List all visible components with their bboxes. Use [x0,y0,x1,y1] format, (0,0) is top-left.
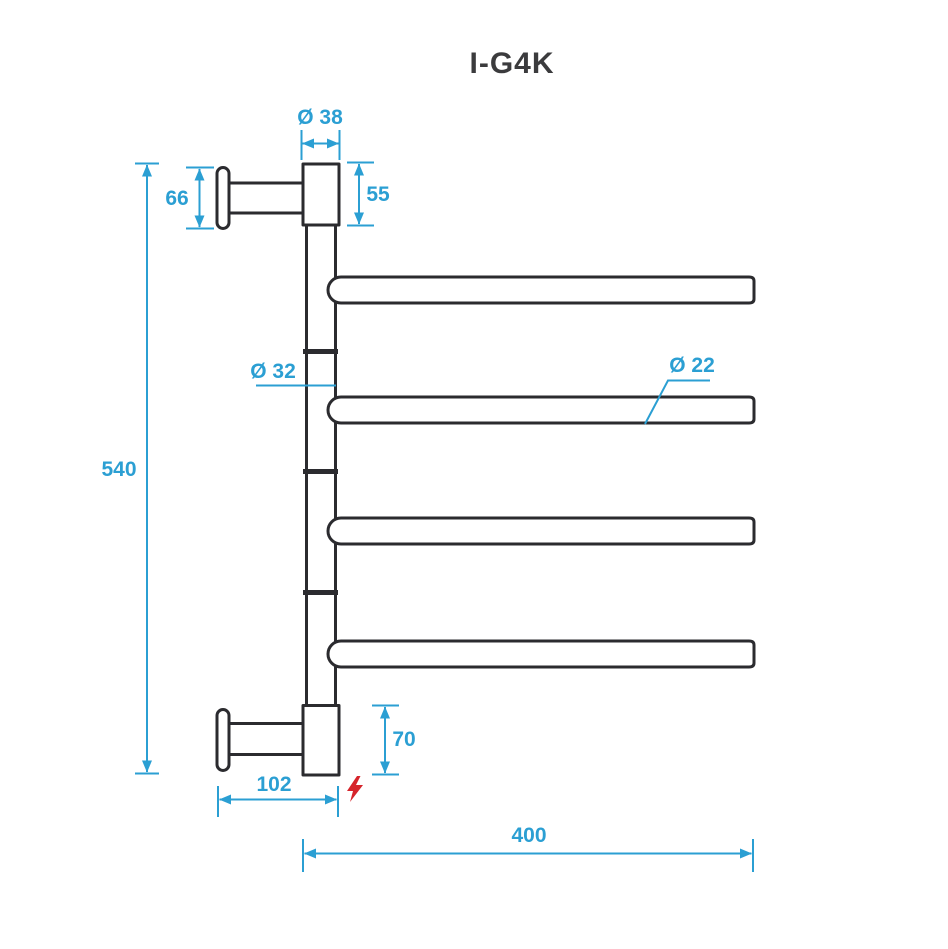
post-divider-1 [303,349,338,354]
dimension-label-bar-length: 400 [511,824,547,847]
dimension-lines [135,130,754,872]
dimension-label-bar-diameter: Ø 22 [669,354,715,377]
swivel-bar-3 [326,516,756,546]
dim-bar-diameter-leader [644,379,710,425]
dim-base-height-lines [372,704,399,776]
dim-head-width-lines [300,130,341,160]
dimension-label-mount-height: 66 [165,187,189,210]
post [305,224,337,705]
dimension-label-total-height: 540 [101,458,137,481]
post-dividers [303,349,338,595]
swivel-bar-2 [326,395,756,425]
swivel-bars [326,275,756,669]
dimension-label-post-diameter: Ø 32 [250,360,296,383]
dimension-label-wall-offset: 102 [256,773,292,796]
dim-mount-height-lines [186,166,214,230]
swivel-bar-4 [326,639,756,669]
dim-total-height-lines [135,162,159,775]
dim-head-height-lines [347,161,374,227]
lightning-bolt-icon [347,776,363,802]
top-bracket-arm [224,181,306,215]
dimension-label-head-height: 55 [366,183,390,206]
top-pivot-head [301,162,341,227]
post-divider-3 [303,590,338,595]
top-wall-plate [215,166,231,230]
swivel-bar-1 [326,275,756,305]
towel-rail-outline [215,162,756,777]
bottom-wall-plate [215,708,231,772]
bottom-bracket-arm [224,722,306,756]
post-divider-2 [303,469,338,474]
dimension-label-head-width: Ø 38 [297,106,343,129]
page-title: I-G4K [469,47,555,80]
bottom-pivot-base [301,704,341,777]
dim-wall-offset-lines [217,786,339,817]
dim-bar-length-lines [302,839,754,872]
dimension-label-base-height: 70 [392,728,416,751]
